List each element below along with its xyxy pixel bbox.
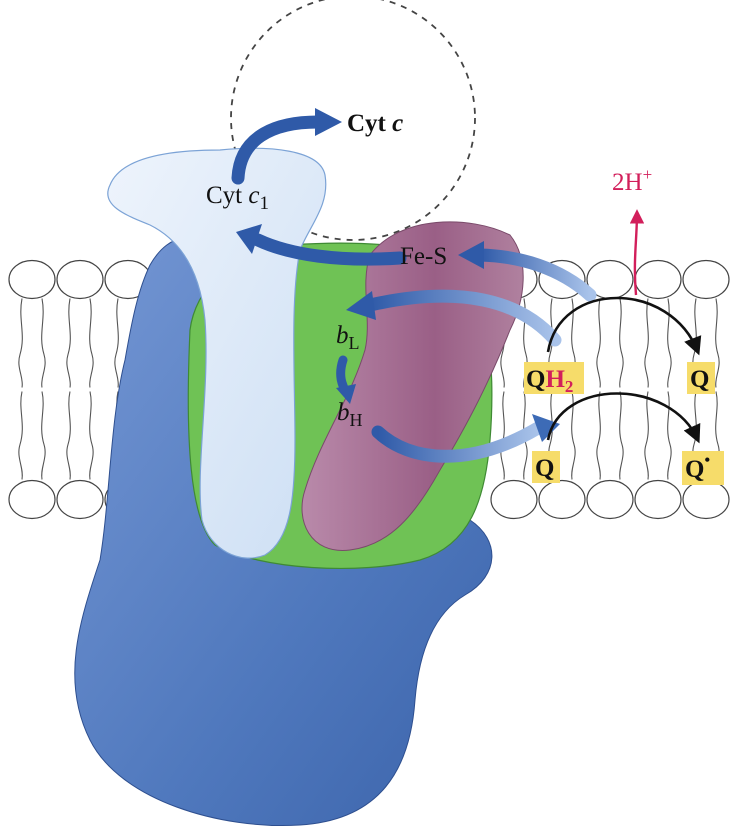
arrow-q-to-qradical (548, 394, 698, 441)
label-q-bottom: Q (535, 455, 554, 482)
label-q-top: Q (690, 366, 709, 393)
label-cyt-c: Cyt c (347, 110, 403, 137)
label-proton: 2H+ (612, 165, 652, 196)
arrow-qh2-to-q (548, 298, 698, 352)
label-fe-s: Fe-S (400, 243, 447, 270)
